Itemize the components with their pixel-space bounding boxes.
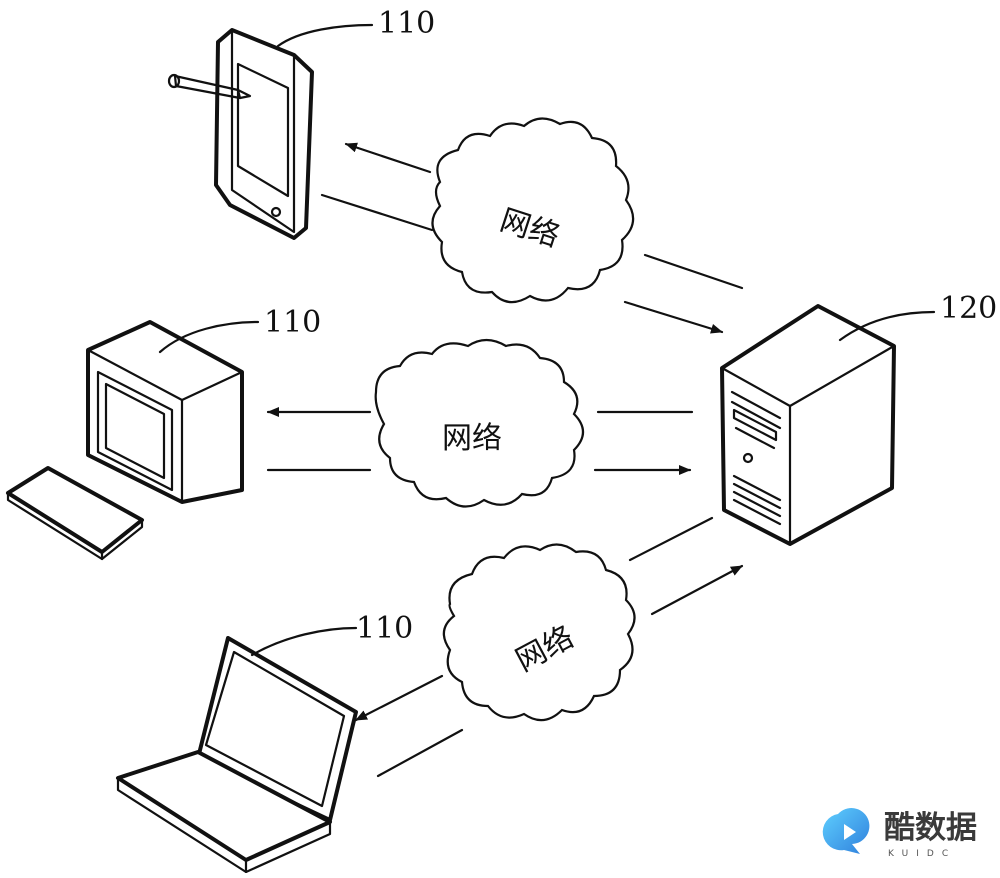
laptop-ref-label: 110 xyxy=(356,611,413,646)
server-ref-label: 120 xyxy=(940,291,997,326)
desktop-ref-label: 110 xyxy=(264,305,321,340)
server-device xyxy=(720,304,936,546)
tablet-device xyxy=(167,23,374,240)
network-label-middle: 网络 xyxy=(442,421,502,456)
desktop-device xyxy=(6,320,260,561)
brand-logo-icon xyxy=(822,808,870,854)
network-cloud-top: 网络 xyxy=(431,117,635,304)
brand-watermark: 酷数据 KUIDC xyxy=(822,808,977,859)
link-desktop-server xyxy=(266,407,694,475)
network-cloud-middle: 网络 xyxy=(374,338,585,508)
network-cloud-bottom: 网络 xyxy=(442,543,636,722)
laptop-device xyxy=(116,626,358,874)
tablet-ref-label: 110 xyxy=(378,6,435,41)
link-tablet-server xyxy=(320,142,744,334)
stylus-icon xyxy=(167,73,252,100)
brand-name: 酷数据 xyxy=(884,810,977,846)
brand-sub: KUIDC xyxy=(888,849,956,859)
keyboard-icon xyxy=(6,466,144,561)
link-laptop-server xyxy=(354,516,744,778)
